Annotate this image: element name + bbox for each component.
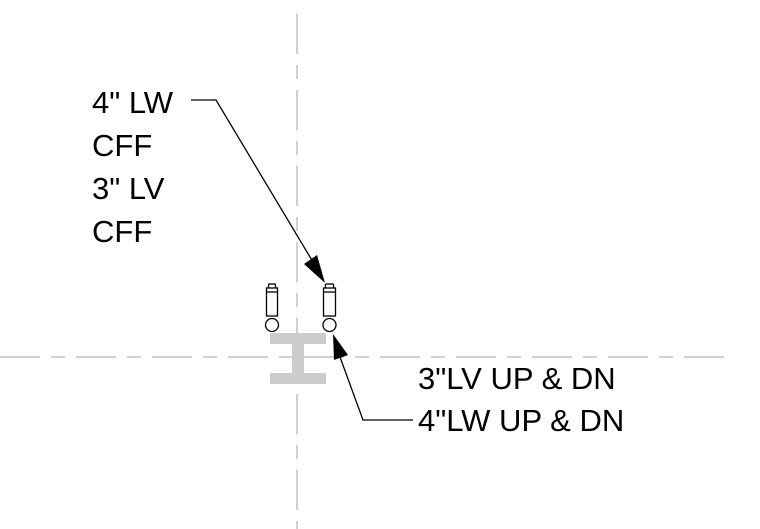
grid-lines	[0, 14, 735, 529]
upper-leader	[191, 99, 325, 283]
annotation-cff-2: CFF	[92, 214, 152, 249]
annotation-cff-1: CFF	[92, 128, 152, 163]
annotation-3in-lv-up-dn: 3"LV UP & DN	[418, 361, 616, 396]
i-beam-section-icon	[270, 333, 326, 384]
lower-leader-arrowhead	[333, 334, 348, 360]
annotation-4in-lw-up-dn: 4"LW UP & DN	[418, 403, 624, 438]
annotation-4in-lw: 4" LW	[92, 85, 174, 120]
upper-left-annotation: 4" LW CFF 3" LV CFF	[92, 85, 174, 249]
pipe-riser-left-icon	[264, 283, 280, 333]
pipe-riser-right-icon	[322, 283, 337, 333]
lower-right-annotation: 3"LV UP & DN 4"LW UP & DN	[418, 361, 624, 438]
annotation-3in-lv: 3" LV	[92, 171, 165, 206]
lower-leader	[333, 334, 413, 421]
upper-leader-arrowhead	[304, 255, 325, 283]
